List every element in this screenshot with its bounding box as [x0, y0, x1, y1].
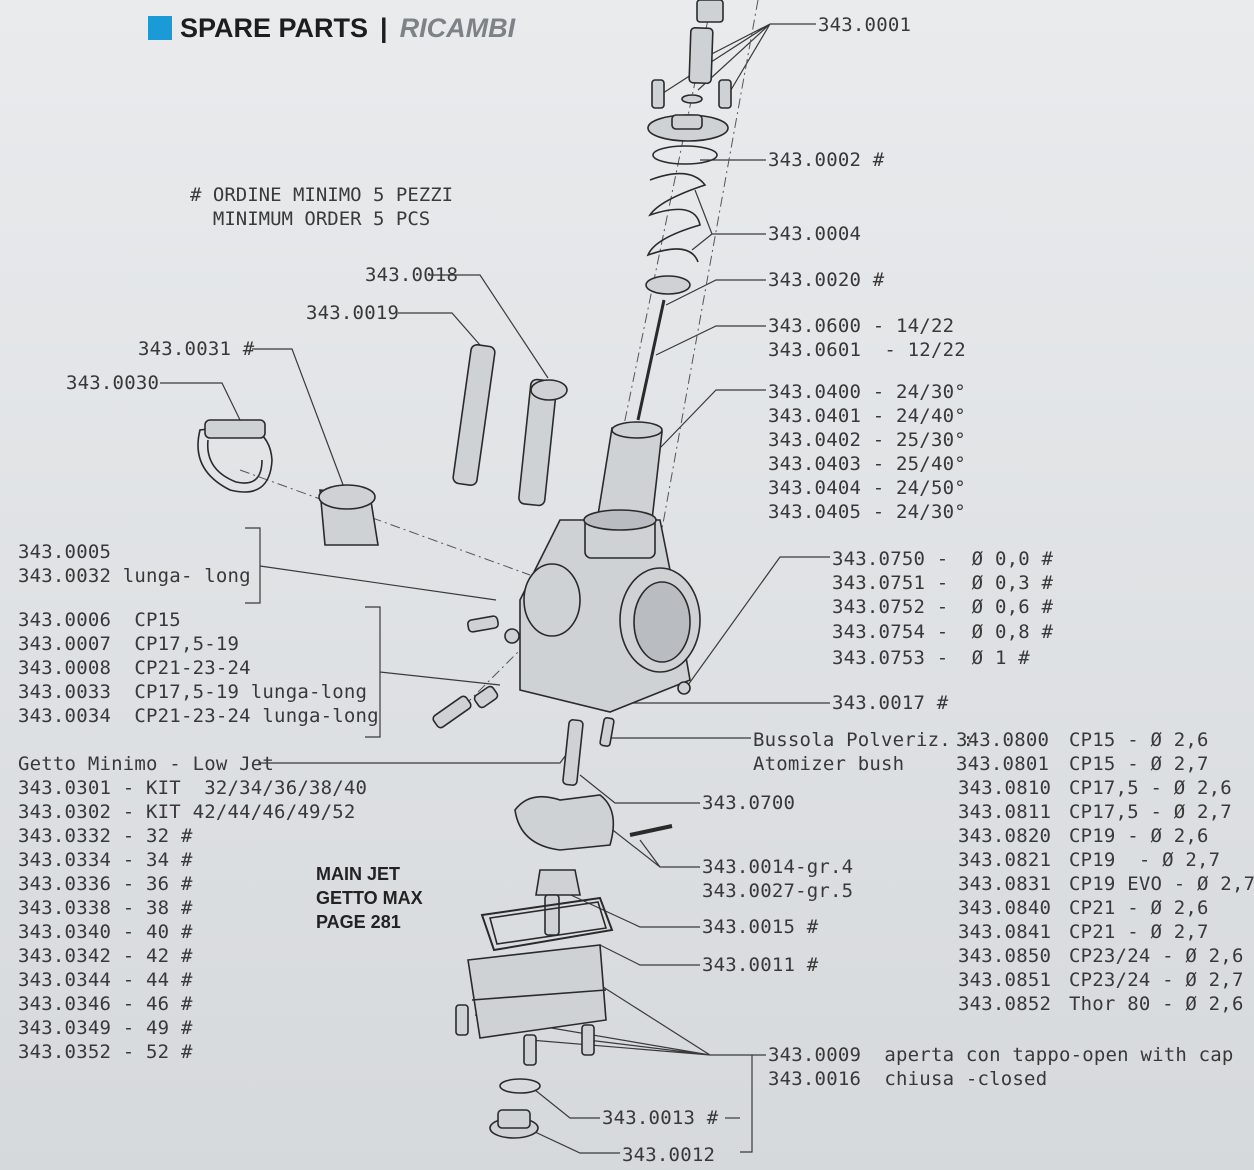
atomizer-label-it: Bussola Polveriz. : [753, 729, 975, 751]
label-343-0011: 343.0011 # [702, 954, 819, 976]
label-343-0017: 343.0017 # [832, 692, 949, 714]
label-343-0404: 343.0404 - 24/50° [768, 477, 966, 499]
atomizer-spec: CP21 - Ø 2,6 [1069, 897, 1209, 919]
page-header: SPARE PARTS | RICAMBI [148, 12, 515, 44]
label-343-0032: 343.0032 lunga- long [18, 565, 251, 587]
header-title: SPARE PARTS [180, 12, 369, 43]
idle-jet-item: 343.0752 - Ø 0,6 # [832, 596, 1054, 618]
idle-jet-item: 343.0751 - Ø 0,3 # [832, 572, 1054, 594]
low-jet-item: 343.0340 - 40 # [18, 921, 193, 943]
header-square-icon [148, 16, 172, 40]
atomizer-code: 343.0800 [956, 729, 1050, 751]
label-343-0600: 343.0600 - 14/22 [768, 315, 955, 337]
minimum-order-note: # ORDINE MINIMO 5 PEZZI MINIMUM ORDER 5 … [190, 183, 453, 231]
label-343-0031: 343.0031 # [138, 338, 255, 360]
low-jet-item: 343.0346 - 46 # [18, 993, 193, 1015]
header-title-italian: RICAMBI [399, 12, 516, 43]
atomizer-spec: CP15 - Ø 2,6 [1069, 729, 1209, 751]
low-jet-item: 343.0334 - 34 # [18, 849, 193, 871]
low-jet-title: Getto Minimo - Low Jet [18, 753, 275, 775]
label-343-0009: 343.0009 aperta con tappo-open with cap [768, 1044, 1234, 1066]
low-jet-item: 343.0344 - 44 # [18, 969, 193, 991]
low-jet-item: 343.0342 - 42 # [18, 945, 193, 967]
atomizer-label-en: Atomizer bush [753, 753, 905, 775]
low-jet-item: 343.0336 - 36 # [18, 873, 193, 895]
atomizer-code: 343.0840 [958, 897, 1052, 919]
atomizer-code: 343.0852 [958, 993, 1052, 1015]
low-jet-item: 343.0302 - KIT 42/44/46/49/52 [18, 801, 356, 823]
label-343-0014: 343.0014-gr.4 [702, 856, 854, 878]
atomizer-code: 343.0811 [958, 801, 1052, 823]
atomizer-code: 343.0851 [958, 969, 1052, 991]
label-343-0015: 343.0015 # [702, 916, 819, 938]
atomizer-code: 343.0820 [958, 825, 1052, 847]
atomizer-code: 343.0841 [958, 921, 1052, 943]
atomizer-spec: CP19 EVO - Ø 2,7 [1069, 873, 1254, 895]
label-343-0018: 343.0018 [365, 264, 459, 286]
label-343-0012: 343.0012 [622, 1144, 716, 1166]
label-343-0030: 343.0030 [66, 372, 160, 394]
header-separator: | [380, 12, 388, 43]
label-343-0007: 343.0007 CP17,5-19 [18, 633, 240, 655]
main-jet-line-3: PAGE 281 [316, 912, 401, 932]
label-343-0700: 343.0700 [702, 792, 796, 814]
label-343-0008: 343.0008 CP21-23-24 [18, 657, 251, 679]
label-343-0400: 343.0400 - 24/30° [768, 381, 966, 403]
low-jet-item: 343.0301 - KIT 32/34/36/38/40 [18, 777, 368, 799]
atomizer-code: 343.0801 [956, 753, 1050, 775]
label-343-0020: 343.0020 # [768, 269, 885, 291]
idle-jet-item: 343.0754 - Ø 0,8 # [832, 621, 1054, 643]
low-jet-item: 343.0352 - 52 # [18, 1041, 193, 1063]
atomizer-spec: Thor 80 - Ø 2,6 [1069, 993, 1244, 1015]
label-343-0034: 343.0034 CP21-23-24 lunga-long [18, 705, 379, 727]
atomizer-spec: CP23/24 - Ø 2,7 [1069, 969, 1244, 991]
atomizer-code: 343.0810 [958, 777, 1052, 799]
atomizer-code: 343.0821 [958, 849, 1052, 871]
idle-jet-item: 343.0750 - Ø 0,0 # [832, 548, 1054, 570]
atomizer-code: 343.0850 [958, 945, 1052, 967]
label-343-0405: 343.0405 - 24/30° [768, 501, 966, 523]
label-343-0601: 343.0601 - 12/22 [768, 339, 966, 361]
label-343-0033: 343.0033 CP17,5-19 lunga-long [18, 681, 368, 703]
atomizer-spec: CP15 - Ø 2,7 [1069, 753, 1209, 775]
main-jet-note: MAIN JET GETTO MAX PAGE 281 [316, 862, 423, 934]
note-line-2: MINIMUM ORDER 5 PCS [212, 208, 431, 230]
label-343-0016: 343.0016 chiusa -closed [768, 1068, 1048, 1090]
atomizer-spec: CP21 - Ø 2,7 [1069, 921, 1209, 943]
label-343-0019: 343.0019 [306, 302, 400, 324]
atomizer-spec: CP17,5 - Ø 2,6 [1069, 777, 1232, 799]
label-343-0402: 343.0402 - 25/30° [768, 429, 966, 451]
label-343-0013: 343.0013 # [602, 1107, 719, 1129]
atomizer-spec: CP19 - Ø 2,7 [1069, 849, 1221, 871]
carburetor-parts [197, 0, 732, 1139]
label-343-0002: 343.0002 # [768, 149, 885, 171]
atomizer-spec: CP23/24 - Ø 2,6 [1069, 945, 1244, 967]
atomizer-spec: CP17,5 - Ø 2,7 [1069, 801, 1232, 823]
idle-jet-item: 343.0753 - Ø 1 # [832, 647, 1030, 669]
label-343-0027: 343.0027-gr.5 [702, 880, 854, 902]
label-343-0006: 343.0006 CP15 [18, 609, 181, 631]
label-343-0001: 343.0001 [818, 14, 912, 36]
low-jet-item: 343.0332 - 32 # [18, 825, 193, 847]
label-343-0004: 343.0004 [768, 223, 862, 245]
main-jet-line-1: MAIN JET [316, 864, 401, 884]
main-jet-line-2: GETTO MAX [316, 888, 423, 908]
label-343-0403: 343.0403 - 25/40° [768, 453, 966, 475]
low-jet-item: 343.0338 - 38 # [18, 897, 193, 919]
label-343-0401: 343.0401 - 24/40° [768, 405, 966, 427]
note-line-1: # ORDINE MINIMO 5 PEZZI [190, 184, 454, 206]
low-jet-item: 343.0349 - 49 # [18, 1017, 193, 1039]
atomizer-spec: CP19 - Ø 2,6 [1069, 825, 1209, 847]
atomizer-code: 343.0831 [958, 873, 1052, 895]
label-343-0005: 343.0005 [18, 541, 112, 563]
